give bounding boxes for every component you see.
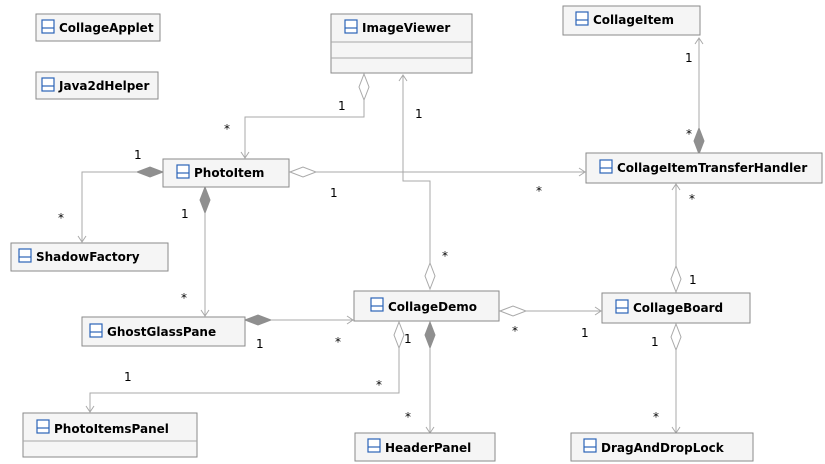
association-collageboard-draganddroplock — [670, 322, 682, 434]
class-icon — [344, 19, 358, 34]
association-collagedemo-photoitemspanel — [85, 320, 405, 413]
multiplicity-label: 1 — [685, 51, 693, 65]
class-name: PhotoItem — [194, 166, 264, 180]
multiplicity-label: 1 — [338, 99, 346, 113]
class-ghost-glass-pane[interactable]: GhostGlassPane — [81, 316, 246, 347]
class-icon — [41, 19, 55, 34]
class-photo-item[interactable]: PhotoItem — [162, 158, 290, 188]
multiplicity-label: * — [686, 127, 692, 141]
class-icon — [367, 438, 381, 453]
multiplicity-label: 1 — [415, 107, 423, 121]
multiplicity-label: * — [689, 192, 695, 206]
class-drag-and-drop-lock[interactable]: DragAndDropLock — [570, 432, 754, 462]
class-collage-board[interactable]: CollageBoard — [601, 292, 751, 324]
class-name: Java2dHelper — [58, 79, 149, 93]
class-name: CollageItemTransferHandler — [617, 161, 807, 175]
association-collagedemo-collageboard — [498, 305, 602, 317]
multiplicity-label: * — [335, 335, 341, 349]
multiplicity-label: * — [376, 378, 382, 392]
class-icon — [176, 164, 190, 179]
multiplicity-label: 1 — [134, 148, 142, 162]
multiplicity-label: * — [181, 291, 187, 305]
class-collage-applet[interactable]: CollageApplet — [35, 13, 161, 42]
multiplicity-label: 1 — [689, 273, 697, 287]
association-photoitem-shadowfactory — [77, 166, 165, 243]
class-name: PhotoItemsPanel — [54, 422, 169, 436]
class-icon — [575, 11, 589, 26]
multiplicity-label: 1 — [330, 186, 338, 200]
multiplicity-label: 1 — [256, 337, 264, 351]
class-image-viewer[interactable]: ImageViewer — [330, 13, 473, 74]
class-icon — [41, 77, 55, 92]
class-name: HeaderPanel — [385, 441, 471, 455]
class-name: DragAndDropLock — [601, 441, 725, 455]
multiplicity-label: 1 — [181, 207, 189, 221]
class-icon — [36, 419, 50, 434]
class-icon — [18, 248, 32, 263]
class-name: GhostGlassPane — [107, 325, 216, 339]
multiplicity-label: 1 — [124, 370, 132, 384]
class-icon — [370, 297, 384, 312]
association-ghostglasspane-collagedemo — [243, 314, 354, 326]
class-name: CollageItem — [593, 13, 674, 27]
multiplicity-label: 1 — [651, 335, 659, 349]
association-photoitem-ghostglasspane — [199, 185, 211, 317]
multiplicity-label: * — [653, 410, 659, 424]
multiplicity-label: * — [442, 249, 448, 263]
association-collagedemo-imageviewer — [398, 74, 436, 291]
multiplicity-label: * — [536, 184, 542, 198]
class-name: ShadowFactory — [36, 250, 140, 264]
association-imageviewer-photoitem — [240, 72, 370, 159]
class-icon — [89, 323, 103, 338]
multiplicity-label: * — [512, 324, 518, 338]
class-icon — [615, 299, 629, 314]
class-collage-demo[interactable]: CollageDemo — [353, 290, 500, 322]
class-collage-item[interactable]: CollageItem — [562, 5, 701, 36]
multiplicity-label: 1 — [404, 332, 412, 346]
class-icon — [583, 438, 597, 453]
class-name: CollageDemo — [388, 300, 477, 314]
association-collagedemo-headerpanel — [424, 320, 436, 434]
association-board-handler — [670, 183, 682, 294]
class-collage-item-transfer-handler[interactable]: CollageItemTransferHandler — [585, 152, 823, 184]
association-handler-collageitem — [693, 37, 705, 156]
class-name: CollageApplet — [59, 21, 154, 35]
multiplicity-label: * — [224, 122, 230, 136]
multiplicity-label: * — [58, 211, 64, 225]
class-header-panel[interactable]: HeaderPanel — [354, 432, 496, 462]
class-name: ImageViewer — [362, 21, 450, 35]
class-icon — [599, 159, 613, 174]
class-name: CollageBoard — [633, 301, 723, 315]
class-photo-items-panel[interactable]: PhotoItemsPanel — [22, 412, 198, 458]
multiplicity-label: * — [405, 410, 411, 424]
multiplicity-label: 1 — [581, 326, 589, 340]
association-photoitem-handler — [288, 166, 586, 178]
class-shadow-factory[interactable]: ShadowFactory — [10, 242, 169, 272]
class-java2d-helper[interactable]: Java2dHelper — [35, 71, 159, 100]
